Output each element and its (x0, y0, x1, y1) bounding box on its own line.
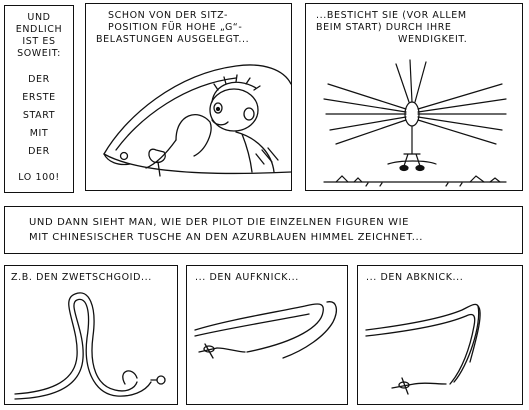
pilot-ear (243, 107, 255, 121)
wheel-right (415, 164, 425, 172)
caption-line: SCHON VON DER SITZ- (108, 10, 229, 21)
comic-panel-cockpit: SCHON VON DER SITZ- POSITION FÜR HOHE „g… (85, 3, 292, 191)
motion-lines (323, 59, 507, 145)
caption-line: MIT (29, 128, 49, 139)
aircraft-fuselage (404, 101, 420, 127)
aircraft-mark (156, 375, 166, 385)
pilot-eye (213, 102, 223, 114)
narration-caption: UND DANN SIEHT MAN, WIE DER PILOT DIE EI… (29, 215, 423, 245)
comic-panel-pushdown: ... DEN ABKNICK... (357, 265, 523, 405)
pilot-hand (148, 148, 166, 164)
comic-panel-pullup: ... DEN AUFKNICK... (186, 265, 348, 405)
smoke-trail-outer (14, 292, 138, 395)
loop-drawing (14, 292, 166, 400)
comic-panel-takeoff: ...BESTICHT SIE (VOR ALLEM BEIM START) D… (305, 3, 523, 191)
loop-caption: z.B. DEN ZWETSCHGOID... (11, 272, 152, 283)
aircraft-wing (401, 377, 409, 395)
ground-shadow (387, 160, 437, 165)
pilot-leg (145, 139, 177, 169)
trail-return (469, 305, 481, 363)
caption-line: SOWEIT: (17, 48, 61, 59)
hangar-right (469, 175, 501, 183)
grass-marks (365, 182, 463, 187)
aircraft-body (391, 383, 415, 389)
caption-line: DER (28, 74, 50, 85)
smoke-trail-inner (14, 298, 152, 400)
comic-panel-intro: UND ENDLICH IST ES SOWEIT: DER ERSTE STA… (4, 5, 74, 193)
fuselage-outline (103, 153, 292, 175)
trail-upper (194, 303, 324, 353)
pullup-caption: ... DEN AUFKNICK... (195, 272, 299, 283)
caption-line: ENDLICH (15, 24, 63, 35)
pilot-hair (211, 74, 261, 103)
caption-line: BEIM START) DURCH IHRE (316, 22, 452, 33)
seat-hatching (255, 147, 279, 165)
canopy-inner-line (115, 77, 237, 151)
trail-outer (365, 303, 480, 383)
caption-line: ...BESTICHT SIE (VOR ALLEM (316, 10, 467, 21)
aircraft-canopy (203, 345, 215, 353)
pushdown-caption: ... DEN ABKNICK... (366, 272, 464, 283)
trail-lower (194, 313, 310, 337)
comic-panel-narration: UND DANN SIEHT MAN, WIE DER PILOT DIE EI… (4, 206, 523, 254)
caption-line: DER (28, 146, 50, 157)
caption-line: POSITION FÜR HOHE „g“- (108, 22, 243, 33)
landing-gear (403, 153, 421, 167)
pilot-head (209, 88, 259, 132)
aircraft-canopy (398, 381, 410, 389)
takeoff-drawing (323, 59, 507, 187)
caption-line: UND (27, 12, 51, 23)
trail-inner (365, 313, 476, 385)
caption-line: UND DANN SIEHT MAN, WIE DER PILOT DIE EI… (29, 217, 410, 228)
cockpit-caption: SCHON VON DER SITZ- POSITION FÜR HOHE „g… (96, 10, 249, 46)
nose-rivet (119, 151, 129, 161)
caption-line: ERSTE (22, 92, 56, 103)
pilot-mouth (211, 119, 229, 126)
control-stick (157, 161, 161, 177)
caption-line: WENDIGKEIT. (398, 34, 468, 45)
canopy-outline (103, 64, 292, 155)
comic-panel-loop: z.B. DEN ZWETSCHGOID... (4, 265, 178, 405)
cockpit-drawing (103, 64, 292, 177)
caption-line: MIT CHINESISCHER TUSCHE AN DEN AZURBLAUE… (29, 232, 424, 243)
pushdown-drawing (365, 303, 481, 395)
hangar-left (335, 175, 363, 183)
trail-return (282, 301, 338, 359)
small-loop (122, 370, 138, 385)
caption-line: START (22, 110, 56, 121)
caption-line: BELASTUNGEN AUSGELEGT... (96, 34, 250, 45)
pullup-drawing (194, 301, 338, 359)
intro-caption: UND ENDLICH IST ES SOWEIT: DER ERSTE STA… (5, 12, 73, 184)
takeoff-caption: ...BESTICHT SIE (VOR ALLEM BEIM START) D… (316, 10, 467, 46)
pilot-knee (175, 114, 212, 157)
wheel-left (399, 164, 409, 172)
fuselage-nose (103, 153, 131, 166)
caption-line: IST ES (22, 36, 56, 47)
caption-line: LO 100! (18, 172, 60, 183)
pilot-body (235, 131, 275, 173)
